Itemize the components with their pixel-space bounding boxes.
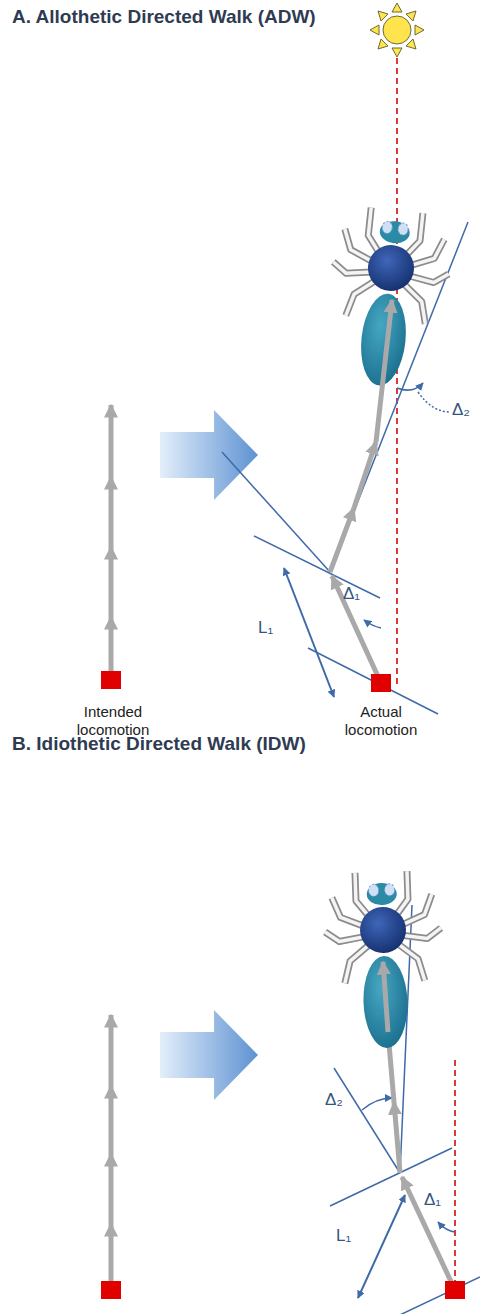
drawing-part <box>109 1015 114 1086</box>
drawing-part <box>392 3 402 12</box>
drawing-part <box>362 1098 392 1110</box>
drawing-part <box>109 1154 114 1224</box>
actual-path <box>388 1032 455 1290</box>
construction-lines <box>330 905 480 1314</box>
drawing-part <box>254 536 380 598</box>
length-label: L₁ <box>336 1226 376 1246</box>
start-marker <box>101 671 121 689</box>
drawing-part <box>109 617 114 680</box>
heading-arrow <box>376 300 392 442</box>
drawing-part <box>438 1222 455 1232</box>
drawing-part <box>385 1277 480 1314</box>
sun-symbol <box>370 3 424 57</box>
transform-arrow <box>160 1010 258 1100</box>
drawing-part <box>364 620 381 628</box>
drawing-part <box>406 39 416 49</box>
drawing-part <box>354 442 376 508</box>
start-marker <box>371 674 391 692</box>
intended-path <box>109 1015 114 1290</box>
drawing-part <box>392 48 402 57</box>
heading-arrow <box>383 962 388 1032</box>
start-marker <box>101 1281 121 1299</box>
drawing-part <box>383 16 411 44</box>
drawing-part <box>378 39 388 49</box>
angle-label: Δ₁ <box>343 584 383 604</box>
drawing-part <box>109 1224 114 1290</box>
transform-arrow <box>160 410 258 500</box>
drawing-part <box>109 477 114 547</box>
length-label: L₁ <box>258 618 298 638</box>
panel-title: A. Allothetic Directed Walk (ADW) <box>12 6 474 29</box>
reference-line <box>454 1060 456 1300</box>
actual-path <box>330 442 381 683</box>
angle-label: Δ₂ <box>452 400 480 420</box>
panel-caption: Actual locomotion <box>331 703 431 739</box>
drawing-part <box>330 508 354 572</box>
spider-illustration <box>321 204 455 391</box>
drawing-part <box>397 383 423 390</box>
drawing-part <box>358 1195 405 1298</box>
intended-path <box>109 405 114 680</box>
drawing-part <box>378 11 388 21</box>
drawing-part <box>406 11 416 21</box>
start-marker <box>445 1281 465 1299</box>
drawing-part <box>109 547 114 617</box>
reference-line <box>396 58 398 688</box>
drawing-part <box>222 452 330 572</box>
spider-illustration <box>323 870 445 1050</box>
drawing-part <box>418 392 450 412</box>
angle-label: Δ₁ <box>424 1190 464 1210</box>
angle-label: Δ₂ <box>325 1090 365 1110</box>
panel-title: B. Idiothetic Directed Walk (IDW) <box>12 733 474 756</box>
construction-lines <box>222 222 468 714</box>
drawing-part <box>394 1102 400 1173</box>
drawing-part <box>109 1086 114 1154</box>
drawing-part <box>415 25 424 35</box>
drawing-part <box>109 405 114 477</box>
drawing-part <box>284 568 334 697</box>
drawing-part <box>370 25 379 35</box>
